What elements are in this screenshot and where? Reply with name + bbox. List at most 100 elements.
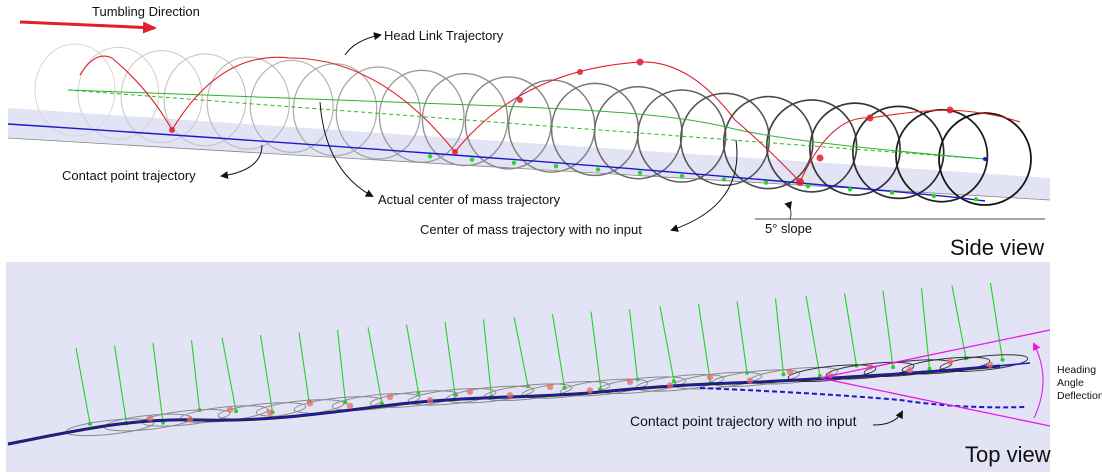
com-end-point <box>983 157 987 161</box>
head-link-dot <box>577 69 583 75</box>
com-projection-dot <box>1000 357 1005 362</box>
link-footprint <box>901 356 991 375</box>
wheel-outline <box>249 59 334 153</box>
top-head-link-dot <box>666 382 674 389</box>
com-height-line <box>951 285 967 359</box>
wheel-outline <box>120 50 203 144</box>
com-no-input-label: Center of mass trajectory with no input <box>420 222 642 237</box>
top-head-link-dot <box>746 377 754 384</box>
contact-point-dot <box>763 180 769 185</box>
wheel-outline <box>852 105 945 200</box>
com-height-line <box>221 337 237 412</box>
top-head-link-dot <box>546 383 554 390</box>
contact-point-dot <box>973 197 979 202</box>
contact-point-dot <box>679 173 685 179</box>
head-link-dot <box>796 178 804 186</box>
top-head-link-dot <box>306 400 314 407</box>
wheel-outline <box>938 112 1032 206</box>
top-head-link-dot <box>986 361 994 368</box>
heading-deflection-arc <box>1033 342 1044 419</box>
com-projection-dot <box>781 372 786 377</box>
link-footprint <box>521 381 611 399</box>
actual-com-trajectory-line <box>67 89 986 160</box>
contact-point-dot <box>469 157 475 162</box>
wheel-outline <box>421 72 509 167</box>
contact-no-input-line <box>699 387 1026 409</box>
com-no-input-pointer <box>670 139 738 232</box>
top-head-link-dot <box>386 393 394 400</box>
heading-label-2: Angle <box>1057 377 1084 389</box>
wheel-outline <box>809 102 901 196</box>
contact-points <box>427 154 979 202</box>
com-height-line <box>405 324 420 393</box>
com-height-line <box>336 329 347 403</box>
contact-point-dot <box>805 183 811 189</box>
head-link-label: Head Link Trajectory <box>384 28 504 43</box>
contact-point-dot <box>427 154 433 159</box>
top-head-link-dot <box>706 373 714 381</box>
com-height-line <box>298 332 310 402</box>
contact-point-label: Contact point trajectory <box>62 168 196 183</box>
top-head-link-dot <box>426 397 434 404</box>
wheel-outline <box>636 89 727 183</box>
contact-point-pointer <box>220 144 263 180</box>
heading-line-no-input <box>819 377 1051 427</box>
link-footprint <box>331 393 421 411</box>
com-height-line <box>774 298 785 375</box>
com-no-input-line <box>67 89 986 160</box>
top-head-link-dot <box>626 378 634 386</box>
wheel-outline <box>679 92 771 187</box>
wheel-outline <box>722 95 814 190</box>
com-height-line <box>190 340 201 411</box>
heading-label-3: Deflection <box>1057 390 1102 402</box>
top-head-link-dot <box>226 406 234 413</box>
contact-point-dot <box>553 164 559 169</box>
com-projection-dot <box>927 366 932 371</box>
link-footprint <box>407 387 497 406</box>
link-footprint <box>597 376 687 395</box>
head-link-dot <box>866 114 874 122</box>
wheel-outline <box>593 85 683 180</box>
com-height-line <box>75 347 91 424</box>
com-height-line <box>697 303 712 384</box>
wheel-outline <box>163 53 247 147</box>
top-head-link-dot <box>506 392 514 399</box>
head-link-dot <box>169 127 175 133</box>
contact-point-dot <box>595 167 601 172</box>
contact-no-input-pointer <box>872 410 903 426</box>
com-projection-dot <box>891 365 895 370</box>
wheel-outline <box>378 69 465 163</box>
top-head-link-dot <box>906 366 914 374</box>
com-height-line <box>444 321 456 395</box>
contact-no-input-label: Contact point trajectory with no input <box>630 413 857 429</box>
com-height-line <box>736 301 748 373</box>
com-projection-dot <box>672 379 676 384</box>
wheel-positions <box>34 43 1032 206</box>
top-head-link-dot <box>346 402 354 410</box>
tumbling-direction-arrow <box>19 20 157 34</box>
wheel-outline <box>765 99 858 193</box>
actual-com-label: Actual center of mass trajectory <box>378 192 561 207</box>
com-height-line <box>843 293 858 366</box>
slope-plane <box>8 108 1050 200</box>
com-height-line <box>628 308 639 380</box>
top-head-link-dot <box>146 415 154 422</box>
com-height-markers <box>75 282 1005 426</box>
contact-point-dot <box>511 160 517 166</box>
com-projection-dot <box>234 409 238 414</box>
top-head-link-dot <box>466 388 474 395</box>
com-height-line <box>513 316 529 387</box>
top-head-link-dot <box>786 368 794 376</box>
com-height-line <box>590 311 602 390</box>
com-height-line <box>152 342 164 423</box>
head-link-positions <box>169 58 954 186</box>
side-view-panel <box>7 43 1051 206</box>
contact-point-dot <box>847 187 853 192</box>
wheel-outline <box>464 76 552 170</box>
top-view-title: Top view <box>965 442 1051 467</box>
com-height-line <box>259 334 274 413</box>
com-height-line <box>551 314 566 388</box>
com-height-line <box>882 290 894 368</box>
head-link-dot <box>452 149 458 155</box>
